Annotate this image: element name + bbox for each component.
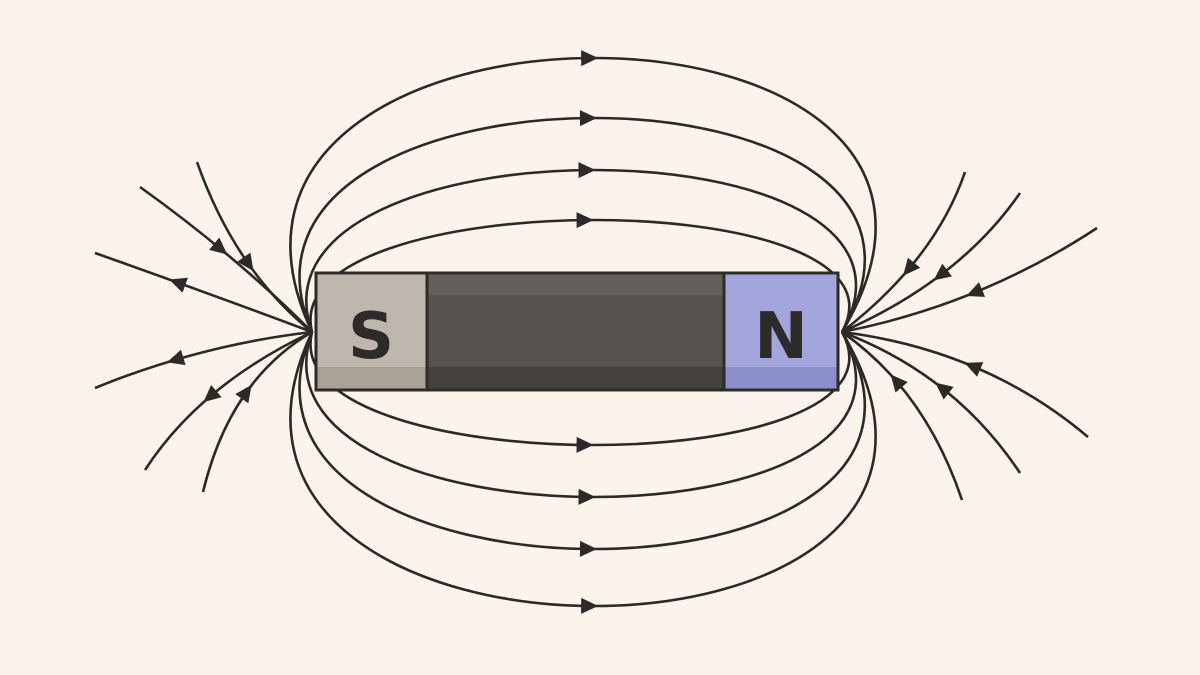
- magnet-outline: [314, 271, 840, 392]
- north-pole-shade: [724, 367, 838, 390]
- magnet-body-highlight: [427, 273, 724, 295]
- arrow-icon: [890, 374, 908, 393]
- arrow-icon: [966, 282, 986, 297]
- arrow-icon: [578, 488, 596, 505]
- arrow-icon: [933, 263, 953, 281]
- arrow-icon: [579, 110, 597, 127]
- arrow-icon: [576, 436, 594, 453]
- arrow-icon: [935, 382, 954, 400]
- arrow-icon: [166, 349, 186, 366]
- arrow-icon: [237, 252, 254, 272]
- field-line-side-ray: [139, 185, 313, 333]
- magnet-body-shadow: [427, 367, 724, 390]
- bar-magnet: S N: [314, 271, 840, 392]
- arrow-icon: [169, 277, 188, 293]
- arrow-icon: [903, 257, 921, 276]
- field-line-side-ray: [94, 251, 313, 334]
- arrow-icon: [964, 362, 984, 377]
- field-line-side-ray: [841, 171, 967, 334]
- arrow-icon: [203, 385, 222, 403]
- arrow-icon: [579, 540, 597, 557]
- field-line-side-ray: [841, 330, 964, 501]
- field-line-side-ray: [143, 330, 313, 471]
- arrow-icon: [235, 384, 252, 404]
- south-pole-shade: [316, 367, 427, 390]
- arrow-icon: [581, 50, 599, 67]
- field-line-side-ray: [841, 226, 1098, 334]
- south-pole-label: S: [348, 300, 394, 374]
- field-line-side-ray: [201, 330, 313, 493]
- arrow-icon: [209, 237, 228, 255]
- arrow-icon: [576, 212, 594, 229]
- field-line-side-ray: [94, 330, 313, 390]
- field-arrows: [166, 50, 986, 614]
- arrow-icon: [578, 162, 596, 179]
- arrow-icon: [581, 597, 599, 614]
- north-pole-label: N: [754, 300, 808, 374]
